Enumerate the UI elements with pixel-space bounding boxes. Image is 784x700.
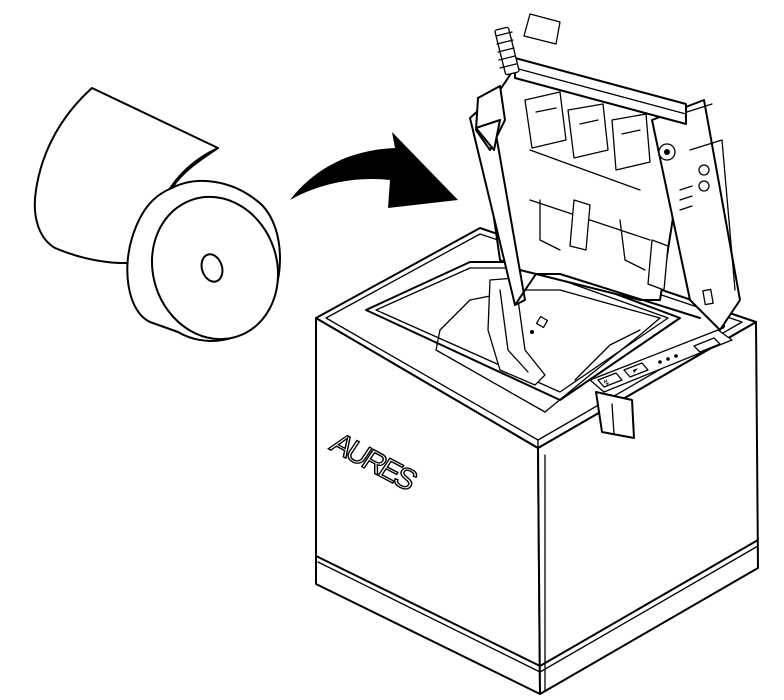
paper-exit-tab [595, 391, 635, 439]
feed-symbol-icon: ↯ [602, 377, 611, 388]
gear-icon [494, 13, 561, 76]
paper-roll-icon [33, 87, 281, 342]
power-button[interactable] [693, 337, 721, 353]
led-indicator [658, 360, 662, 364]
button-panel: ↯ [589, 323, 733, 393]
play-icon [633, 368, 638, 373]
feed-button[interactable] [597, 372, 623, 388]
curved-arrow-icon [290, 132, 458, 208]
open-cover-icon [469, 13, 741, 331]
led-indicator [674, 354, 678, 358]
led-indicator [666, 357, 670, 361]
